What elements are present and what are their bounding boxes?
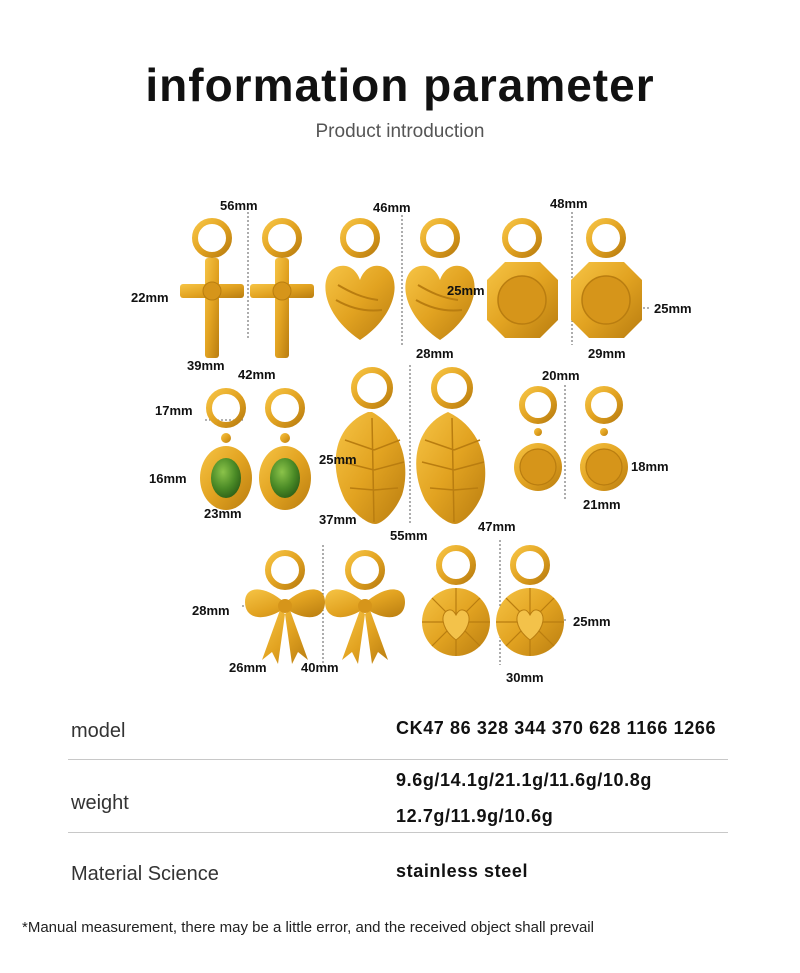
oval-jade-earrings bbox=[200, 388, 311, 510]
earrings-illustration bbox=[180, 212, 650, 665]
dim-heart-side: 25mm bbox=[447, 283, 485, 298]
bow-earrings bbox=[245, 550, 405, 664]
coin-earring-right bbox=[571, 218, 642, 338]
spec-row-material: Material Science stainless steel bbox=[68, 861, 728, 895]
dim-leaf-side: 25mm bbox=[319, 452, 357, 467]
dim-bow-side: 28mm bbox=[192, 603, 230, 618]
spec-divider bbox=[68, 759, 728, 760]
coin-earrings bbox=[487, 218, 642, 338]
cross-earring-right bbox=[250, 218, 314, 358]
heart-earrings bbox=[325, 218, 475, 340]
product-gallery: 56mm 22mm 39mm 42mm 46mm 25mm 28mm 48mm … bbox=[131, 196, 692, 685]
oval-jade-earring-right bbox=[259, 388, 311, 510]
dim-leaf-drop: 37mm bbox=[319, 512, 357, 527]
dim-cross-side: 22mm bbox=[131, 290, 169, 305]
oval-jade-earring-left bbox=[200, 388, 252, 510]
coin-earring-left bbox=[487, 218, 558, 338]
leaf-earring-left bbox=[335, 367, 406, 524]
dim-cross-width: 56mm bbox=[220, 198, 258, 213]
dim-heart-bottom: 28mm bbox=[416, 346, 454, 361]
dim-sacred-width: 47mm bbox=[478, 519, 516, 534]
measurement-footnote: *Manual measurement, there may be a litt… bbox=[22, 919, 594, 936]
dim-sacred-side: 25mm bbox=[573, 614, 611, 629]
spec-label-material: Material Science bbox=[71, 863, 219, 885]
dim-heart-width: 46mm bbox=[373, 200, 411, 215]
spec-row-weight: weight 9.6g/14.1g/21.1g/11.6g/10.8g 12.7… bbox=[68, 770, 728, 836]
dim-sacred-bottom: 30mm bbox=[506, 670, 544, 685]
dim-bow-drop: 26mm bbox=[229, 660, 267, 675]
sacred-heart-earring-left bbox=[422, 545, 490, 656]
medal-earring-left bbox=[514, 386, 562, 491]
heart-earring-right bbox=[405, 218, 475, 340]
spec-value-material: stainless steel bbox=[396, 861, 529, 881]
leaf-earrings bbox=[335, 367, 486, 524]
page-subtitle: Product introduction bbox=[315, 121, 485, 142]
cross-earring-left bbox=[180, 218, 244, 358]
dim-cross-drop: 39mm bbox=[187, 358, 225, 373]
medal-earring-right bbox=[580, 386, 628, 491]
dim-oval-bottom: 23mm bbox=[204, 506, 242, 521]
spec-divider bbox=[68, 832, 728, 833]
leaf-earring-right bbox=[416, 367, 486, 524]
spec-row-model: model CK47 86 328 344 370 628 1166 1266 bbox=[68, 718, 728, 754]
spec-label-model: model bbox=[71, 720, 126, 742]
bow-earring-left bbox=[245, 550, 325, 664]
sacred-heart-earring-right bbox=[496, 545, 564, 656]
dim-medal-bottom: 21mm bbox=[583, 497, 621, 512]
sacred-heart-earrings bbox=[422, 545, 564, 656]
bow-earring-right bbox=[325, 550, 405, 664]
dim-oval-side: 16mm bbox=[149, 471, 187, 486]
dim-coin-bottom: 29mm bbox=[588, 346, 626, 361]
cross-earrings bbox=[180, 218, 314, 358]
dim-coin-width: 48mm bbox=[550, 196, 588, 211]
spec-label-weight: weight bbox=[71, 792, 129, 814]
dim-medal-width: 20mm bbox=[542, 368, 580, 383]
heart-earring-left bbox=[325, 218, 395, 340]
dim-bow-length: 40mm bbox=[301, 660, 339, 675]
dim-cross-length: 42mm bbox=[238, 367, 276, 382]
dim-medal-side: 18mm bbox=[631, 459, 669, 474]
dim-coin-side: 25mm bbox=[654, 301, 692, 316]
medal-earrings bbox=[514, 386, 628, 491]
spec-value-weight-line1: 9.6g/14.1g/21.1g/11.6g/10.8g bbox=[396, 770, 652, 790]
dim-leaf-length: 55mm bbox=[390, 528, 428, 543]
page-title: information parameter bbox=[145, 59, 655, 111]
spec-value-model: CK47 86 328 344 370 628 1166 1266 bbox=[396, 718, 717, 738]
dim-oval-hoop: 17mm bbox=[155, 403, 193, 418]
spec-value-weight-line2: 12.7g/11.9g/10.6g bbox=[396, 806, 554, 826]
